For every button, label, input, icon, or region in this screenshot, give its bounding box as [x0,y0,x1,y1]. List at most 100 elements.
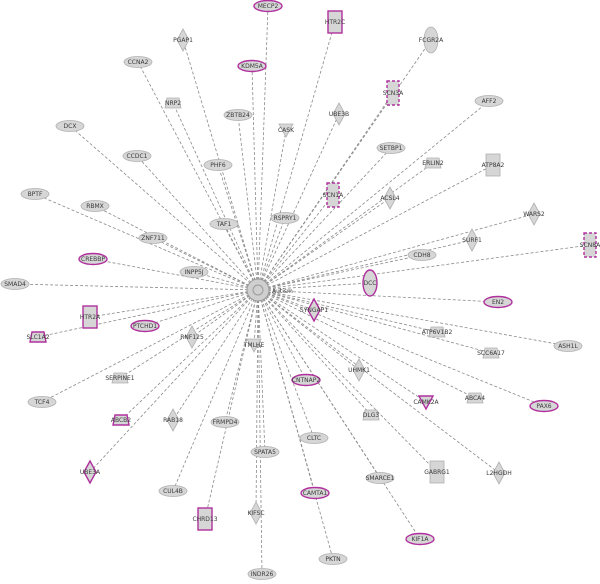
node-kdm5a[interactable]: KDM5A [237,59,267,73]
node-label-taf1: TAF1 [216,221,232,228]
node-shape-rnf125 [185,325,199,349]
node-pktn[interactable]: PKTN [318,553,348,565]
node-crebbp[interactable]: CREBBP [78,252,108,266]
node-shape-abcb2 [112,414,130,426]
node-frmpd4[interactable]: FRMPD4 [210,416,240,428]
node-cdh8[interactable]: CDH8 [407,249,437,261]
node-chrd13[interactable]: CHRD13 [192,507,218,531]
edge-ccdc1 [136,155,259,291]
node-ube3b[interactable]: UBE3B [329,102,349,126]
node-scn8a[interactable]: SCN8A [580,232,600,258]
node-erlin2[interactable]: ERLIN2 [422,157,444,169]
edge-phf6 [217,164,259,291]
node-spata5[interactable]: SPATA5 [250,446,280,458]
node-htr2a[interactable]: HTR2A [80,305,101,329]
node-scc6a17[interactable]: SCC6A17 [477,347,505,359]
edge-kif1a [257,289,421,540]
edge-dcc [257,282,371,291]
node-zbtb24[interactable]: ZBTB24 [223,109,253,121]
node-shape-pax6 [529,399,559,413]
edge-surf1 [257,239,473,291]
node-shape-kif1a [405,532,435,546]
node-mecp2[interactable]: MECP2 [253,0,283,13]
node-label-cdh8: CDH8 [413,252,430,259]
node-rbmx[interactable]: RBMX [80,200,110,212]
node-shape-l2hgdh [492,461,506,485]
node-fcgr2a[interactable]: FCGR2A [419,26,444,54]
node-cul4b[interactable]: CUL4B [158,485,188,497]
node-shape-inpp5j [179,266,209,278]
node-shape-crebbp [78,252,108,266]
node-l2hgdh[interactable]: L2HGDH [486,461,512,485]
node-pgap1[interactable]: PGAP1 [173,28,193,52]
node-ccdc1[interactable]: CCDC1 [122,150,152,162]
node-abcb2[interactable]: ABCB2 [111,414,131,426]
edge-mecp2 [257,5,269,291]
node-cask[interactable]: CASK [278,123,295,138]
node-dcx[interactable]: DCX [55,120,85,132]
node-label-crebbp: CREBBP [81,256,105,263]
node-shape-pktn [318,553,348,565]
node-kif1a[interactable]: KIF1A [405,532,435,546]
node-en2[interactable]: EN2 [483,295,513,309]
node-znf711[interactable]: ZNF711 [138,232,168,244]
node-setbp1[interactable]: SETBP1 [376,142,406,154]
node-syngap1[interactable]: SYNGAP1 [300,297,328,323]
node-slc1a2[interactable]: SLC1A2 [26,331,50,343]
node-label-en2: EN2 [492,299,504,306]
hub-node[interactable]: Autism [246,278,293,302]
node-abca4[interactable]: ABCA4 [465,392,485,404]
node-atp6v1b2[interactable]: ATP6V1B2 [422,326,453,338]
node-smarce1[interactable]: SMARCE1 [365,472,395,484]
edge-ube3a [89,289,259,473]
node-surf1[interactable]: SURF1 [462,228,482,252]
node-htr2c[interactable]: HTR2C [325,10,345,34]
node-label-nrp2: NRP2 [165,100,181,107]
node-wars2[interactable]: WARS2 [523,202,545,226]
node-rab18[interactable]: RAB18 [163,408,183,432]
node-pax6[interactable]: PAX6 [529,399,559,413]
node-camta1[interactable]: CAMTA1 [300,486,330,500]
node-dlg3[interactable]: DLG3 [362,409,380,421]
node-smad4[interactable]: SMAD4 [0,278,30,290]
node-rnf125[interactable]: RNF125 [180,325,204,349]
node-shape-cltc [299,432,329,444]
hub-label: Autism [272,288,293,295]
node-gabrg1[interactable]: GABRG1 [424,460,450,484]
node-aff2[interactable]: AFF2 [474,95,504,107]
node-scn3a[interactable]: SCN3A [383,80,404,106]
edge-ash1l [257,289,569,347]
node-uhmk1[interactable]: UHMK1 [348,358,370,382]
node-label-dlg3: DLG3 [363,412,380,419]
node-shape-chrd13 [197,507,213,531]
node-ube3a[interactable]: UBE3A [80,459,101,485]
edge-ccna2 [137,61,259,291]
node-ptchd1[interactable]: PTCHD1 [130,319,160,333]
node-ash1l[interactable]: ASH1L [553,340,583,352]
node-rspry1[interactable]: RSPRY1 [270,212,300,224]
node-cltc[interactable]: CLTC [299,432,329,444]
node-atp8a2[interactable]: ATP8A2 [482,153,505,177]
node-cntnap2[interactable]: CNTNAP2 [291,373,321,387]
node-kifsc[interactable]: KIFSC [247,501,265,525]
node-bptf[interactable]: BPTF [20,188,50,200]
node-tcf4[interactable]: TCF4 [27,396,57,408]
node-phf6[interactable]: PHF6 [203,159,233,171]
node-camk2a[interactable]: CAMK2A [413,395,440,411]
node-acsl4[interactable]: ACSL4 [380,186,400,210]
node-indr26[interactable]: INDR26 [247,568,277,580]
edge-kifsc [255,289,259,514]
node-serpine1[interactable]: SERPINE1 [105,372,135,384]
node-ccna2[interactable]: CCNA2 [123,56,153,68]
node-shape-htr2c [327,10,343,34]
node-dcc[interactable]: DCC [362,269,378,297]
node-scn1a[interactable]: SCN1A [323,182,344,208]
node-tmlhe[interactable]: TMLHE [243,338,265,353]
node-nrp2[interactable]: NRP2 [164,97,182,109]
node-taf1[interactable]: TAF1 [209,218,239,230]
node-shape-serpine1 [111,372,129,384]
edge-gabrg1 [257,289,438,473]
node-shape-atp8a2 [485,153,501,177]
edge-ube3b [257,113,340,291]
node-inpp5j[interactable]: INPP5J [179,266,209,278]
